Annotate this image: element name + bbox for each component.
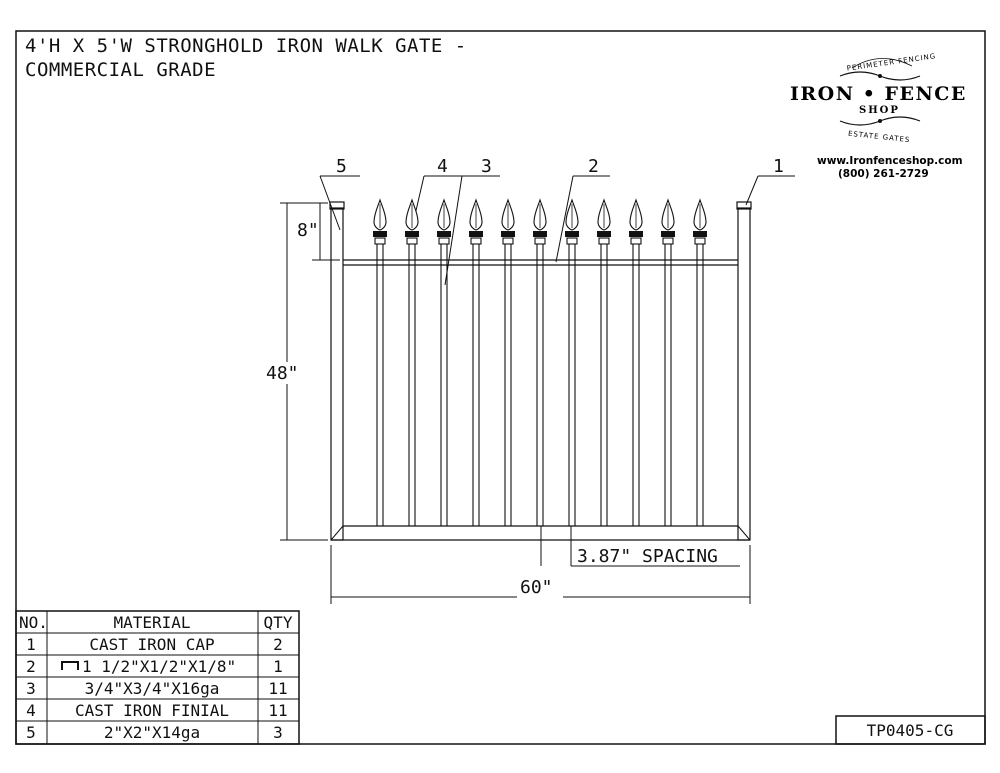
picket [565,198,579,526]
drawing-number-box: TP0405-CG [835,715,986,745]
bottom-rail-right-bevel [737,525,751,541]
left-post [330,207,344,541]
picket [693,198,707,526]
callout-2-leader [555,175,574,263]
callout-2: 2 [588,156,599,177]
finial-collar [661,231,675,237]
finial-collar [629,231,643,237]
width-label: 60" [520,577,553,598]
channel-profile-icon [61,661,79,670]
table-cell-qty: 2 [273,635,283,654]
finial-collar [469,231,483,237]
drawing-border [15,30,986,745]
title-line-1: 4'H X 5'W STRONGHOLD IRON WALK GATE - [25,35,467,57]
callouts: 5 4 3 2 1 [319,156,795,286]
bottom-rail-left-bevel [330,525,344,541]
right-post [737,207,751,541]
height-label-bg [262,362,310,384]
logo-arc-top-text: PERIMETER FENCING [846,52,936,72]
spacing-label: 3.87" SPACING [577,546,718,567]
width-dimension: 60" [330,545,751,604]
finial-collar [405,231,419,237]
pickets [373,198,707,526]
table-cell-material: CAST IRON CAP [89,635,214,654]
materials-table: NO. MATERIAL QTY 1 CAST IRON CAP 2 2 1 1… [15,610,300,745]
picket [629,198,643,526]
phone: (800) 261-2729 [838,168,929,180]
left-cap [329,201,345,210]
finial-base [694,237,706,245]
finial-collar [437,231,451,237]
picket [661,198,675,526]
table-cell-no: 4 [26,701,36,720]
table-header-no: NO. [19,613,48,632]
table-cell-material: 1 1/2"X1/2"X1/8" [82,657,236,676]
drawing-number-border [835,715,986,745]
right-cap [736,201,752,210]
spacing-dimension: 3.87" SPACING [540,526,740,567]
callout-1-leader [745,175,759,206]
table-cell-material: 2"X2"X14ga [104,723,200,742]
table-cell-material: 3/4"X3/4"X16ga [85,679,220,698]
finial-base [662,237,674,245]
logo-ornament-bottom-icon [878,119,882,123]
table-cell-material: CAST IRON FINIAL [75,701,229,720]
table-cell-no: 3 [26,679,36,698]
finial-collar [501,231,515,237]
finial-base [374,237,386,245]
table-cell-qty: 3 [273,723,283,742]
finial-height-label: 8" [297,220,319,241]
picket [373,198,387,526]
width-label-bg [517,578,563,600]
table-cell-qty: 1 [273,657,283,676]
finial-collar [565,231,579,237]
callout-4: 4 [437,156,448,177]
callout-3-leader [444,175,463,286]
finial-base [438,237,450,245]
picket [501,198,515,526]
finial-base [630,237,642,245]
finial-collar [533,231,547,237]
finial-collar [597,231,611,237]
finial-base [598,237,610,245]
finial-collar [693,231,707,237]
drawing-number: TP0405-CG [867,721,954,740]
finial-base [470,237,482,245]
picket [405,198,419,526]
table-header-material: MATERIAL [113,613,190,632]
table-cell-no: 1 [26,635,36,654]
logo-ornament-icon [878,74,882,78]
picket [597,198,611,526]
gate-frame [329,201,752,541]
finial-base [406,237,418,245]
table-cell-no: 2 [26,657,36,676]
callout-3: 3 [481,156,492,177]
table-cell-no: 5 [26,723,36,742]
table-cell-qty: 11 [268,679,287,698]
picket [533,198,547,526]
height-dimensions: 48" 8" [262,202,340,541]
picket [437,198,451,526]
company-logo: PERIMETER FENCING IRON • FENCE SHOP ESTA… [790,52,967,180]
callout-5: 5 [336,156,347,177]
finial-base [566,237,578,245]
logo-shop: SHOP [859,105,900,116]
title-line-2: COMMERCIAL GRADE [25,59,216,81]
picket [469,198,483,526]
height-label: 48" [266,363,299,384]
finial-base [502,237,514,245]
website: www.Ironfenceshop.com [817,155,963,167]
logo-arc-top [851,58,913,69]
table-header-qty: QTY [264,613,293,632]
table-cell-qty: 11 [268,701,287,720]
logo-brand: IRON • FENCE [790,83,967,105]
callout-1: 1 [773,156,784,177]
finial-collar [373,231,387,237]
logo-arc-bottom-text: ESTATE GATES [848,130,911,144]
finial-base [534,237,546,245]
